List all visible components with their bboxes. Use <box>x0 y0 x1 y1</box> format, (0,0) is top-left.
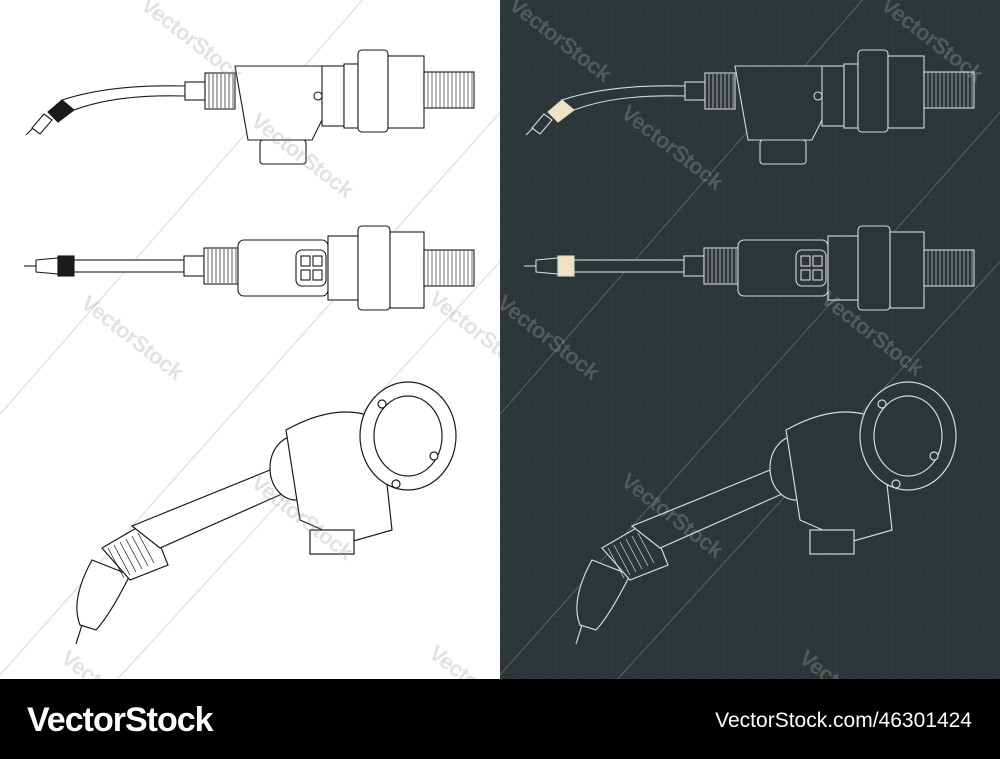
control-pad <box>795 249 827 287</box>
nozzle-band <box>557 255 575 277</box>
mount-housing <box>889 231 925 309</box>
pad-button <box>300 255 311 267</box>
thread-end <box>423 71 475 109</box>
nozzle-tip <box>35 257 59 275</box>
body-foot <box>309 529 355 555</box>
grip-line <box>119 541 137 573</box>
body-foot <box>259 139 307 165</box>
grip-line <box>607 547 625 579</box>
light-drawing <box>0 0 500 679</box>
pad-button <box>812 269 823 281</box>
pad-button <box>300 269 311 281</box>
grip-line <box>113 544 131 576</box>
flange-bolt <box>429 451 439 461</box>
grip-line <box>107 547 125 579</box>
neck-collar <box>684 81 706 101</box>
body-screw <box>313 91 323 101</box>
light-torch-perspective-view <box>75 381 457 645</box>
neck-collar <box>683 255 705 277</box>
control-pad <box>295 249 327 287</box>
coupling-ring <box>821 65 845 127</box>
light-blueprint-panel: VectorStock VectorStock VectorStock Vect… <box>0 0 500 679</box>
light-torch-side-view <box>25 49 475 165</box>
pad-button <box>800 255 811 267</box>
grip-line <box>137 532 155 564</box>
thread-end <box>923 71 975 109</box>
dark-torch-top-view <box>524 225 975 311</box>
nozzle-band <box>57 255 75 277</box>
pad-button <box>800 269 811 281</box>
neck-collar <box>183 255 205 277</box>
knurled-nut <box>203 247 239 285</box>
mount-housing <box>887 55 925 129</box>
flange <box>857 49 889 133</box>
grip-line <box>637 532 655 564</box>
flange-bolt <box>377 399 387 409</box>
body-foot <box>809 529 855 555</box>
body-foot <box>759 139 807 165</box>
flange-bolt <box>877 399 887 409</box>
coupling-ring <box>327 235 359 301</box>
pad-button <box>812 255 823 267</box>
torch-body <box>234 65 329 141</box>
dark-drawing <box>500 0 1000 679</box>
pad-button <box>312 255 323 267</box>
flange <box>357 49 389 133</box>
thread-end <box>423 249 475 287</box>
flange-bolt <box>891 479 901 489</box>
mount-housing <box>387 55 425 129</box>
coupling-plate <box>343 63 359 129</box>
grip-line <box>613 544 631 576</box>
knurled-nut <box>704 72 736 110</box>
thread-end <box>923 249 975 287</box>
nozzle-tip <box>535 257 559 275</box>
nozzle-tip <box>531 113 553 135</box>
pad-button <box>312 269 323 281</box>
flange-inner <box>373 395 443 477</box>
dark-blueprint-panel: VectorStock VectorStock VectorStock Vect… <box>500 0 1000 679</box>
knurled-nut <box>703 247 739 285</box>
flange-inner <box>873 395 943 477</box>
neck-collar <box>184 81 206 101</box>
image-id-label: VectorStock.com/46301424 <box>715 709 972 732</box>
grip-line <box>619 541 637 573</box>
torch-body <box>734 65 829 141</box>
vectorstock-logo: VectorStock <box>27 701 214 739</box>
flange-bolt <box>391 479 401 489</box>
light-torch-top-view <box>24 225 475 311</box>
gooseneck-tube <box>573 259 685 273</box>
grip-line <box>625 538 643 570</box>
flange-bolt <box>929 451 939 461</box>
coupling-ring <box>321 65 345 127</box>
dark-torch-perspective-view <box>575 381 957 645</box>
coupling-plate <box>843 63 859 129</box>
dark-torch-side-view <box>525 49 975 165</box>
blueprint-stage: VectorStock VectorStock VectorStock Vect… <box>0 0 1000 679</box>
knurled-nut <box>204 72 236 110</box>
flange <box>357 225 391 311</box>
coupling-ring <box>827 235 859 301</box>
grip-line <box>631 535 649 567</box>
footer-bar: VectorStock VectorStock.com/46301424 <box>0 679 1000 759</box>
mount-housing <box>389 231 425 309</box>
gooseneck-tube <box>73 259 185 273</box>
gooseneck-tube <box>60 85 186 111</box>
flange <box>857 225 891 311</box>
body-screw <box>813 91 823 101</box>
grip-line <box>125 538 143 570</box>
grip-line <box>131 535 149 567</box>
nozzle-tip <box>31 113 53 135</box>
